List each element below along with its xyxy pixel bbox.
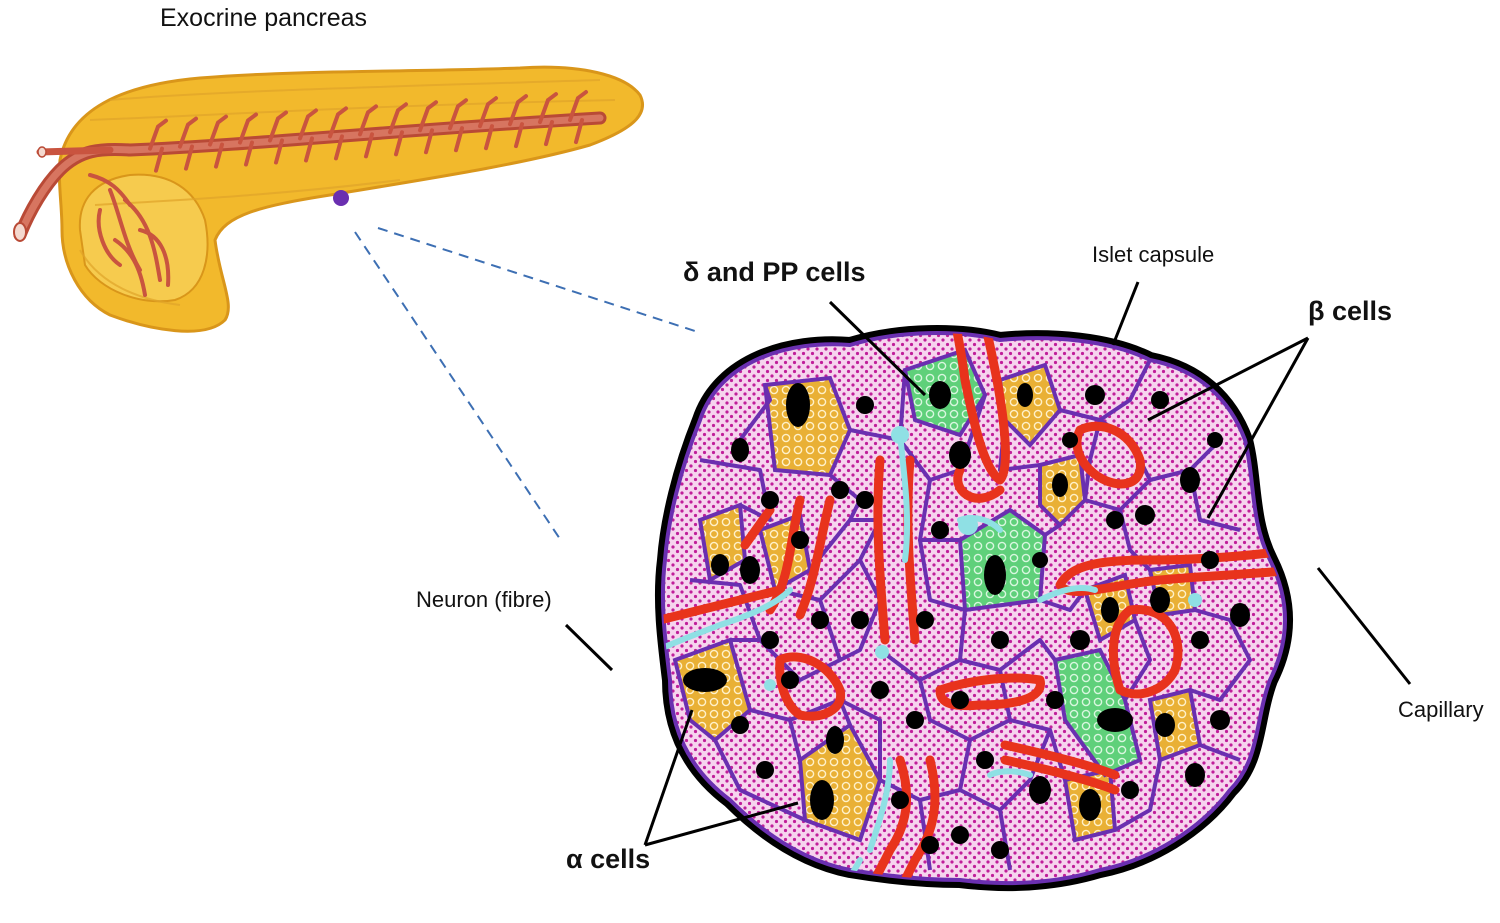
pancreas-illustration [13, 65, 644, 333]
neuron-fibre-label: Neuron (fibre) [416, 587, 552, 612]
leader-lines [564, 281, 1412, 847]
exocrine-pancreas-label: Exocrine pancreas [160, 4, 368, 32]
beta-cells-label: β cells [1308, 296, 1393, 326]
capillary-label: Capillary [1398, 697, 1484, 722]
zoom-lines [354, 227, 699, 543]
delta-pp-cells-label: δ and PP cells [683, 257, 866, 287]
islet-of-langerhans-illustration [654, 325, 1293, 891]
islet-capsule-label: Islet capsule [1092, 242, 1215, 267]
location-dot-icon [333, 190, 349, 206]
alpha-cells-label: α cells [566, 844, 651, 874]
